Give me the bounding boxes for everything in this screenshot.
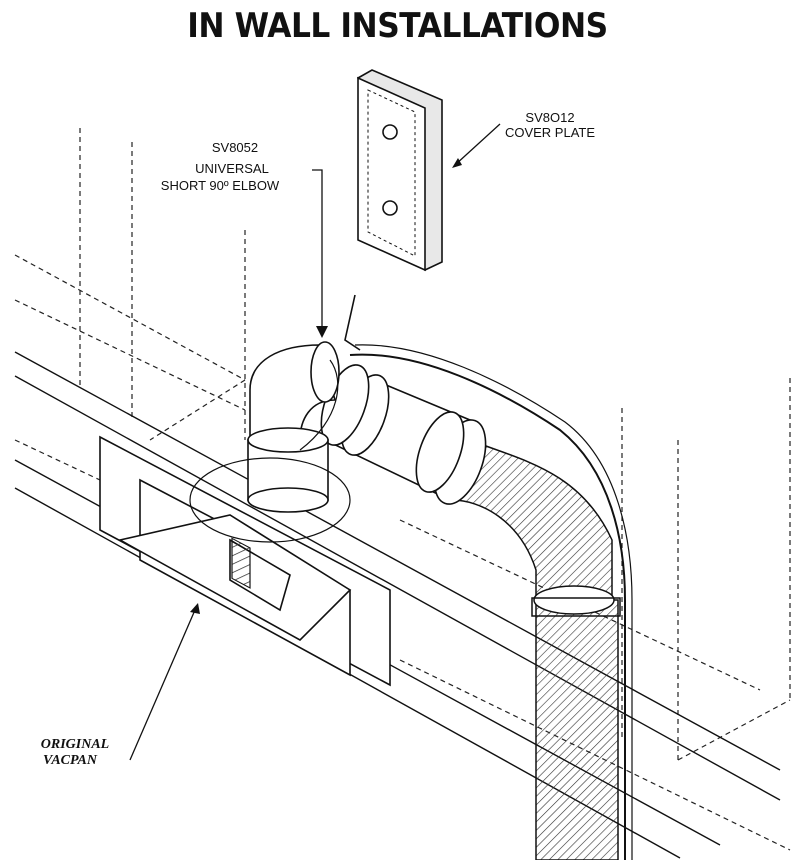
- elbow-fitting: [247, 341, 340, 513]
- elbow-line1-label: UNIVERSAL: [195, 161, 269, 176]
- cover-plate: [357, 69, 443, 272]
- cover-plate-screw-top: [382, 124, 398, 140]
- horizontal-pipe: [320, 364, 487, 505]
- elbow-line2-label: SHORT 90º ELBOW: [161, 178, 280, 193]
- elbow-circle: [299, 359, 339, 451]
- cover-plate-screw-bottom: [382, 200, 398, 216]
- vacpan-unit: [99, 435, 391, 687]
- leader-lines: [129, 123, 501, 761]
- vertical-pipe: [450, 438, 621, 860]
- vacpan-line1-label: ORIGINAL: [41, 737, 109, 752]
- vacpan-line2-label: VACPAN: [43, 753, 98, 768]
- cover-plate-name-label: COVER PLATE: [505, 125, 595, 140]
- cover-plate-code-label: SV8O12: [525, 110, 574, 125]
- wire-cable: [349, 353, 626, 860]
- diagram-title: IN WALL INSTALLATIONS: [187, 6, 608, 46]
- elbow-code-label: SV8052: [212, 140, 258, 155]
